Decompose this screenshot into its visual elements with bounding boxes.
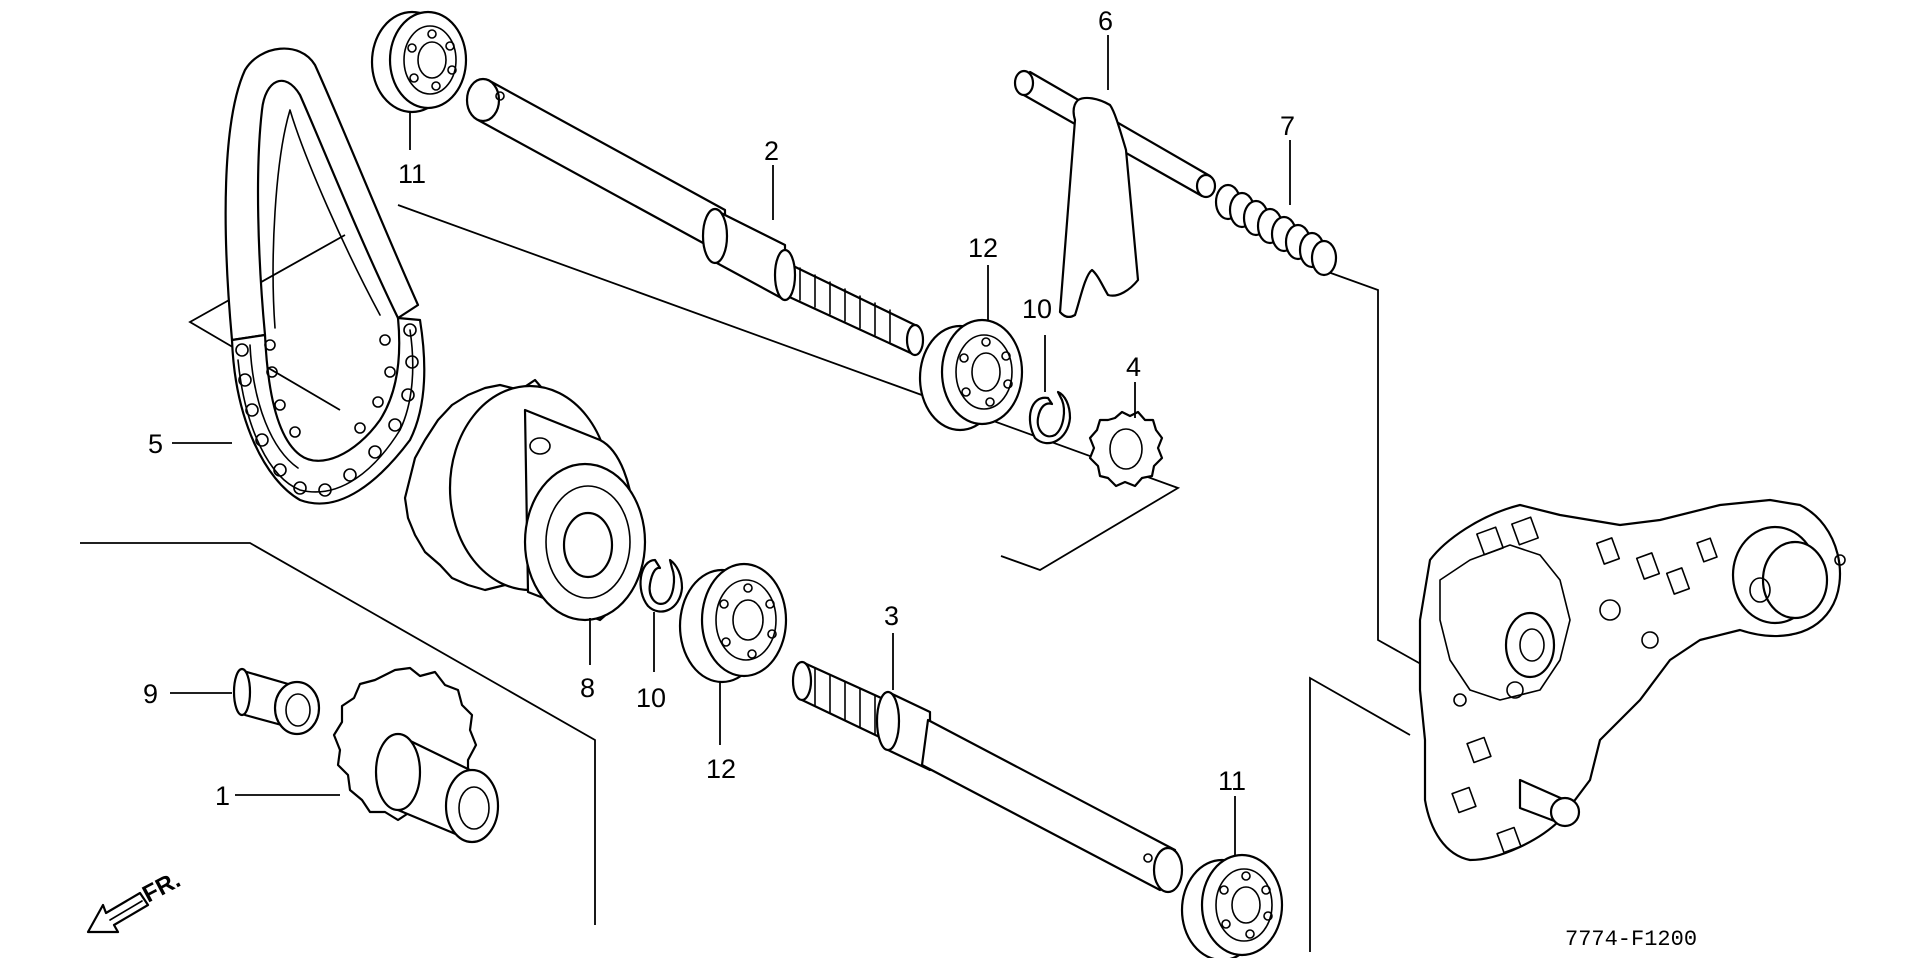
shaft-3 (791, 660, 1184, 894)
callout-7: 7 (1280, 111, 1295, 141)
sprocket-8 (403, 378, 647, 622)
callout-labels: 11 2 6 7 12 10 4 5 8 10 12 3 9 1 11 (143, 6, 1295, 811)
callout-11-lower: 11 (1218, 766, 1246, 796)
crankcase-cover (1418, 498, 1846, 862)
collar-9 (232, 667, 321, 736)
gear-4 (1088, 410, 1164, 488)
callout-5: 5 (148, 429, 163, 459)
drawing-code: 7774-F1200 (1565, 927, 1697, 952)
callout-12-lower: 12 (706, 754, 736, 784)
callout-8: 8 (580, 673, 595, 703)
drive-chain (224, 47, 426, 505)
callout-10-lower: 10 (636, 683, 666, 713)
ball-bearing-12-upper (918, 318, 1024, 432)
ball-bearing-11-lower (1180, 853, 1284, 958)
callout-4: 4 (1126, 352, 1141, 382)
chain-links (235, 323, 419, 497)
shaft-2 (465, 77, 925, 357)
shift-fork-6 (1013, 69, 1217, 319)
callout-12-upper: 12 (968, 233, 998, 263)
ball-bearing-12-lower (678, 562, 788, 684)
callout-9: 9 (143, 679, 158, 709)
front-direction-indicator: FR. (86, 866, 185, 934)
circlip-10-lower (639, 558, 684, 613)
spring-7 (1214, 183, 1338, 277)
sprocket-1 (332, 666, 500, 844)
circlip-10-upper (1028, 390, 1072, 445)
callout-2: 2 (764, 136, 779, 166)
callout-1: 1 (215, 781, 230, 811)
leader-lines (170, 35, 1291, 855)
callout-10-upper: 10 (1022, 294, 1052, 324)
ball-bearing-11-top (370, 10, 468, 114)
callout-3: 3 (884, 601, 899, 631)
assembly-guide-lines (80, 204, 1429, 952)
callout-6: 6 (1098, 6, 1113, 36)
front-arrow-icon (86, 891, 150, 934)
callout-11-top: 11 (398, 159, 426, 189)
